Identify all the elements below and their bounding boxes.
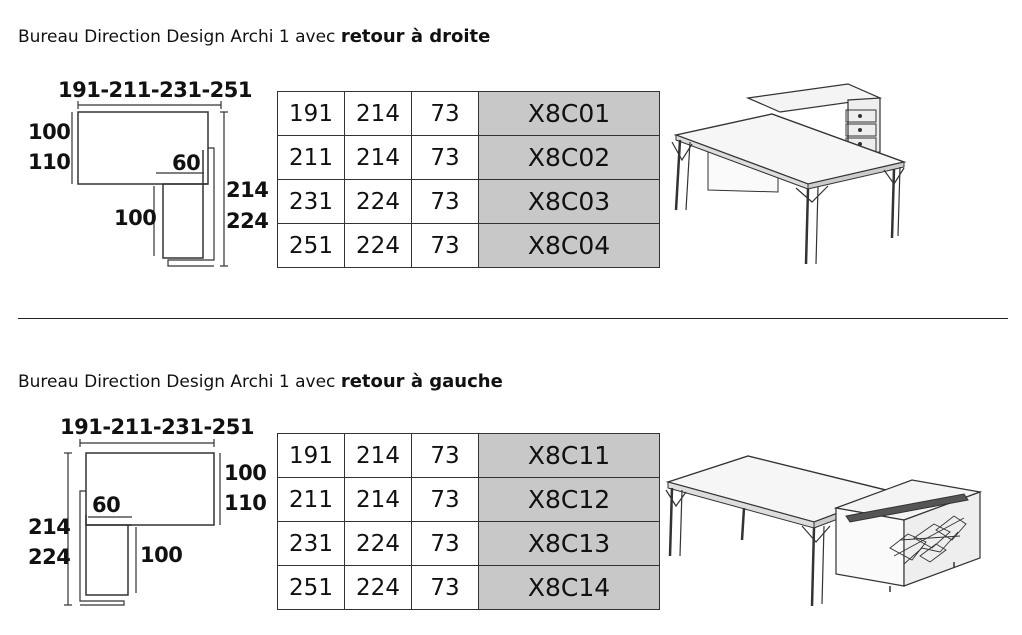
- code-cell: X8C04: [478, 223, 660, 268]
- height-cell: 73: [411, 521, 479, 566]
- height-cell: 73: [411, 223, 479, 268]
- length-cell: 224: [344, 179, 412, 224]
- dim-depth-b: 110: [224, 491, 267, 515]
- height-cell: 73: [411, 91, 479, 136]
- dim-depth-a: 100: [224, 461, 267, 485]
- dim-length-a: 214: [28, 515, 71, 539]
- width-cell: 211: [277, 477, 345, 522]
- length-cell: 214: [344, 91, 412, 136]
- desk-outline-drawing: [64, 439, 221, 606]
- dim-return-width: 60: [92, 493, 121, 517]
- dim-length-b: 224: [226, 209, 269, 233]
- dim-return-depth: 100: [140, 543, 183, 567]
- desk-outline-drawing: [71, 101, 228, 267]
- length-cell: 224: [344, 223, 412, 268]
- title-bold: retour à droite: [340, 26, 491, 47]
- code-cell: X8C11: [478, 433, 660, 478]
- code-cell: X8C14: [478, 565, 660, 610]
- dim-length-a: 214: [226, 178, 269, 202]
- dim-length-b: 224: [28, 545, 71, 569]
- title-bold: retour à gauche: [340, 371, 503, 392]
- code-cell: X8C02: [478, 135, 660, 180]
- length-cell: 214: [344, 135, 412, 180]
- width-cell: 211: [277, 135, 345, 180]
- code-cell: X8C03: [478, 179, 660, 224]
- width-cell: 251: [277, 565, 345, 610]
- dim-depth-b: 110: [28, 150, 71, 174]
- section-title-left: Bureau Direction Design Archi 1 avec ret…: [18, 371, 503, 392]
- section-divider: [18, 318, 1008, 319]
- width-cell: 231: [277, 179, 345, 224]
- code-cell: X8C13: [478, 521, 660, 566]
- title-prefix: Bureau Direction Design Archi 1 avec: [18, 27, 341, 47]
- dimension-diagram-left: 191-211-231-251 100 110 60 100 214 224: [28, 415, 273, 610]
- width-cell: 231: [277, 521, 345, 566]
- length-cell: 224: [344, 521, 412, 566]
- section-title-right: Bureau Direction Design Archi 1 avec ret…: [18, 26, 490, 47]
- dim-depth-a: 100: [28, 120, 71, 144]
- desk-illustration-right: [671, 83, 907, 265]
- width-cell: 251: [277, 223, 345, 268]
- height-cell: 73: [411, 135, 479, 180]
- code-cell: X8C01: [478, 91, 660, 136]
- length-cell: 214: [344, 477, 412, 522]
- width-cell: 191: [277, 433, 345, 478]
- length-cell: 224: [344, 565, 412, 610]
- title-prefix: Bureau Direction Design Archi 1 avec: [18, 372, 341, 392]
- dim-return-depth: 100: [114, 206, 157, 230]
- width-cell: 191: [277, 91, 345, 136]
- height-cell: 73: [411, 565, 479, 610]
- length-cell: 214: [344, 433, 412, 478]
- height-cell: 73: [411, 433, 479, 478]
- height-cell: 73: [411, 179, 479, 224]
- dim-return-width: 60: [172, 151, 201, 175]
- code-cell: X8C12: [478, 477, 660, 522]
- height-cell: 73: [411, 477, 479, 522]
- dim-width: 191-211-231-251: [58, 78, 253, 102]
- dimension-diagram-right: 191-211-231-251 100 110 60 100 214 224: [28, 78, 273, 268]
- desk-illustration-left: [665, 455, 983, 607]
- dim-width: 191-211-231-251: [60, 415, 255, 439]
